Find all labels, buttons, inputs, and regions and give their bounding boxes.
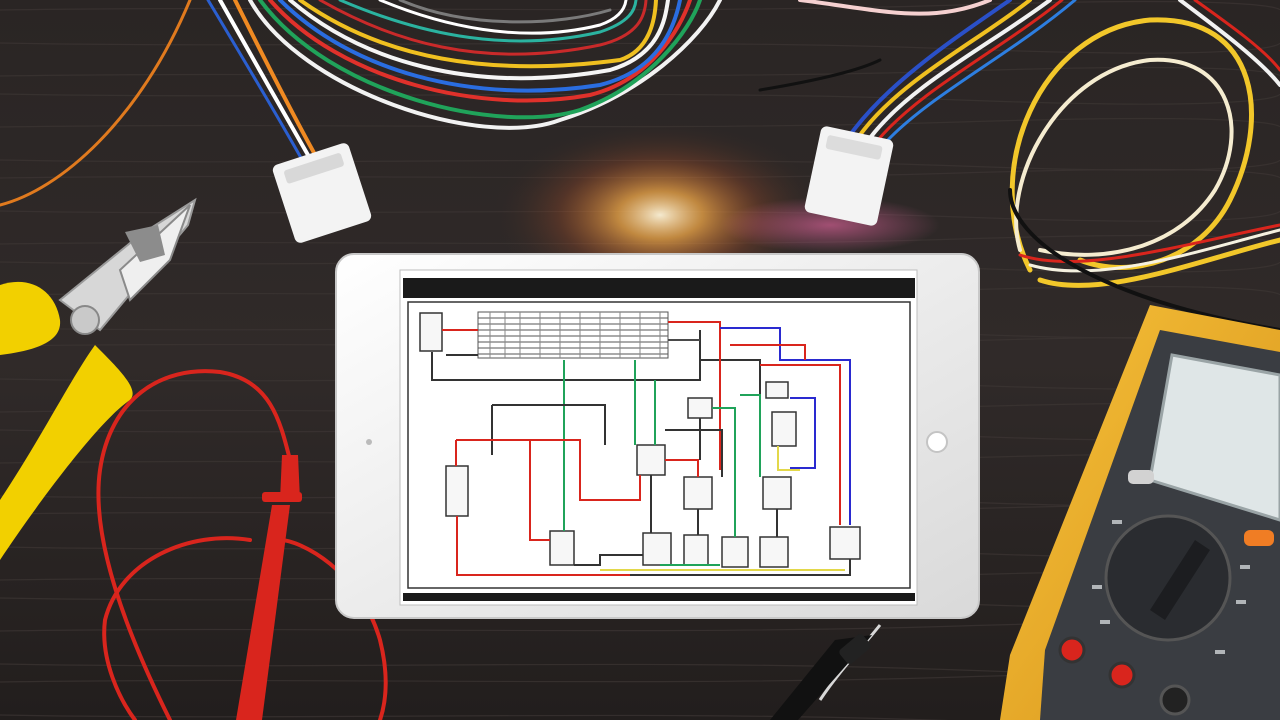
wood-grain-line bbox=[0, 0, 1280, 11]
wiring-diagram bbox=[407, 301, 911, 589]
wood-grain-line bbox=[0, 42, 1280, 54]
red-test-lead bbox=[96, 369, 388, 720]
black-test-lead bbox=[770, 624, 882, 720]
white-connector-right bbox=[804, 126, 894, 226]
wood-grain-line bbox=[0, 117, 1280, 128]
wire-bundle-top-right bbox=[758, 0, 1077, 144]
wood-grain-line bbox=[0, 159, 1280, 171]
wire-stripper-pliers bbox=[0, 197, 197, 560]
light-glow-pink bbox=[720, 197, 940, 253]
white-connector-left bbox=[272, 143, 372, 243]
yellow-wire-loop-right bbox=[1008, 0, 1280, 332]
digital-multimeter bbox=[1000, 305, 1280, 720]
red-probe bbox=[236, 455, 302, 720]
wood-grain-line bbox=[0, 66, 1280, 77]
wood-grain-line bbox=[0, 93, 1280, 105]
wire-bundle-top-left bbox=[0, 0, 722, 207]
